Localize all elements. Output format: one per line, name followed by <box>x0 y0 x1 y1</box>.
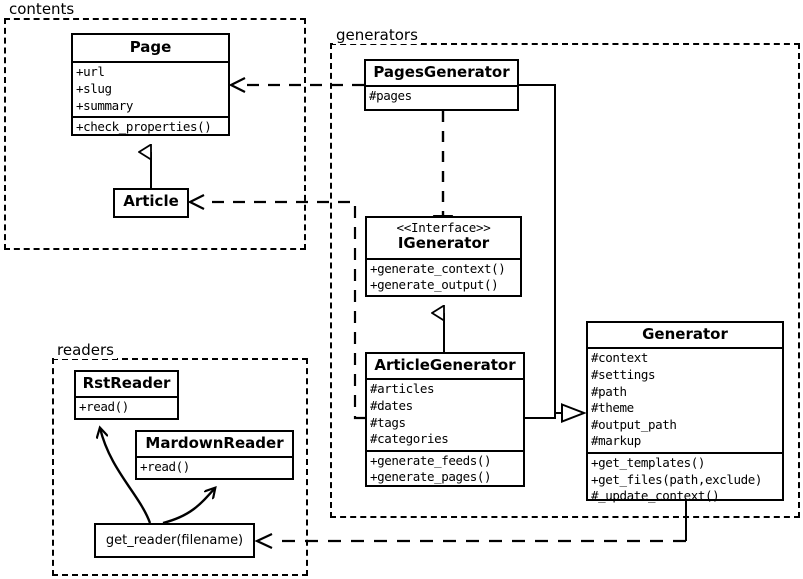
attribute-row: #settings <box>591 366 656 382</box>
method-row: +generate_pages() <box>370 469 492 485</box>
attribute-row: #markup <box>591 433 641 449</box>
class-rst-reader-methods: +read() <box>76 396 177 418</box>
attribute-row: #articles <box>370 381 435 397</box>
package-readers <box>52 358 308 576</box>
method-row: +generate_feeds() <box>370 452 492 468</box>
class-mardown-reader-methods: +read() <box>137 456 292 478</box>
class-generator[interactable]: Generator #context #settings #path #them… <box>586 321 784 503</box>
attribute-row: #tags <box>370 414 406 430</box>
class-article[interactable]: Article <box>113 188 189 218</box>
attribute-row: +url <box>76 64 105 80</box>
class-pages-generator[interactable]: PagesGenerator #pages <box>364 59 519 111</box>
class-article-generator-attributes: #articles #dates #tags #categories <box>367 378 523 450</box>
class-article-generator-methods: +generate_feeds() +generate_pages() <box>367 449 523 488</box>
method-row: +generate_output() <box>370 277 499 293</box>
attribute-row: #pages <box>369 88 412 104</box>
class-generator-name: Generator <box>642 325 728 343</box>
class-page-attributes: +url +slug +summary <box>73 61 228 116</box>
method-row: +check_properties() <box>76 119 212 135</box>
package-readers-label: readers <box>54 341 117 359</box>
class-page-name: Page <box>129 38 172 56</box>
package-contents-label: contents <box>6 0 78 18</box>
package-generators-label: generators <box>333 26 421 44</box>
attribute-row: #dates <box>370 397 413 413</box>
class-page[interactable]: Page +url +slug +summary +check_properti… <box>71 33 230 136</box>
attribute-row: #output_path <box>591 416 677 432</box>
attribute-row: #context <box>591 350 649 366</box>
class-mardown-reader-name: MardownReader <box>145 434 284 452</box>
class-pages-generator-name: PagesGenerator <box>373 63 510 81</box>
class-igenerator[interactable]: <<Interface>> IGenerator +generate_conte… <box>365 216 522 297</box>
class-article-name: Article <box>123 192 179 210</box>
class-generator-methods: +get_templates() +get_files(path,exclude… <box>588 452 782 507</box>
function-get-reader-label: get_reader(filename) <box>105 533 244 548</box>
function-get-reader[interactable]: get_reader(filename) <box>94 523 255 558</box>
method-row: +read() <box>79 399 129 415</box>
class-igenerator-stereotype: <<Interface>> <box>396 220 491 235</box>
package-contents <box>4 18 306 250</box>
class-article-generator[interactable]: ArticleGenerator #articles #dates #tags … <box>365 352 525 487</box>
class-rst-reader-name: RstReader <box>82 374 171 392</box>
class-rst-reader[interactable]: RstReader +read() <box>74 370 179 420</box>
attribute-row: +slug <box>76 80 112 96</box>
class-article-generator-name: ArticleGenerator <box>374 356 516 374</box>
attribute-row: #path <box>591 383 627 399</box>
method-row: +read() <box>140 459 190 475</box>
method-row: +get_templates() <box>591 455 706 470</box>
method-row: #_update_context() <box>591 488 720 504</box>
class-igenerator-name: <<Interface>> IGenerator <box>367 218 520 258</box>
class-pages-generator-attributes: #pages <box>366 85 517 107</box>
class-generator-attributes: #context #settings #path #theme #output_… <box>588 347 782 452</box>
method-row: +get_files(path,exclude) <box>591 471 763 487</box>
attribute-row: #categories <box>370 431 449 447</box>
method-row: +generate_context() <box>370 260 506 276</box>
attribute-row: +summary <box>76 97 134 113</box>
class-igenerator-label: IGenerator <box>397 234 490 253</box>
package-generators <box>330 43 800 518</box>
attribute-row: #theme <box>591 400 634 416</box>
class-igenerator-methods: +generate_context() +generate_output() <box>367 257 520 296</box>
class-page-methods: +check_properties() <box>73 116 228 138</box>
class-mardown-reader[interactable]: MardownReader +read() <box>135 430 294 480</box>
